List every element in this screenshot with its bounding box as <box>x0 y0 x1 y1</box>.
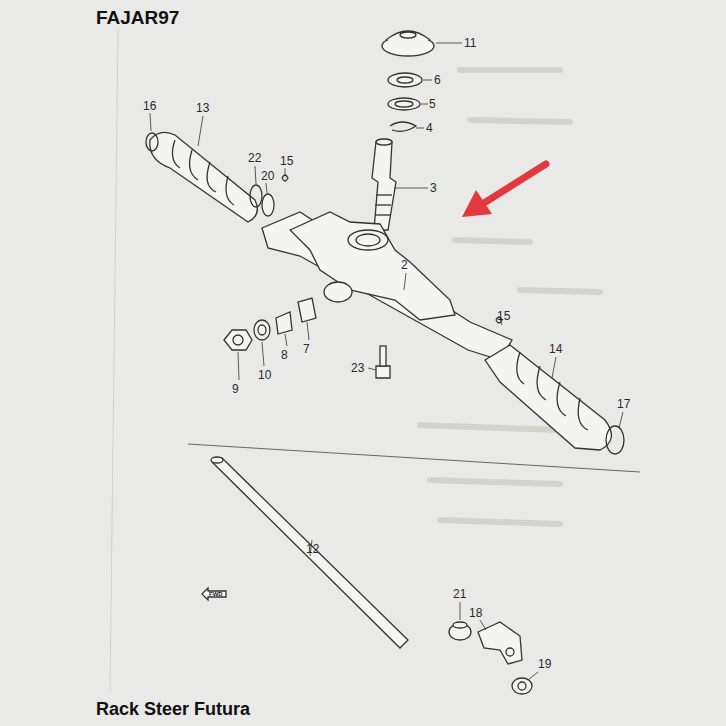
callout-number: 18 <box>469 607 482 619</box>
callout-number: 21 <box>453 588 466 600</box>
callout-number: 23 <box>351 362 364 374</box>
page-margin <box>110 30 118 690</box>
callout-number: 16 <box>143 100 156 112</box>
callout-number: 17 <box>617 398 630 410</box>
callout-number: 13 <box>196 102 209 114</box>
callout-number: 12 <box>306 543 319 555</box>
leader-lines <box>150 43 623 680</box>
callout-number: 8 <box>281 349 288 361</box>
callout-number: 6 <box>434 74 441 86</box>
callout-number: 7 <box>303 343 310 355</box>
callout-number: 15 <box>497 310 510 322</box>
section-line <box>188 444 640 472</box>
callout-number: 2 <box>401 259 408 271</box>
callout-number: 20 <box>261 170 274 182</box>
red-pointer-arrow <box>462 164 546 217</box>
direction-label: FWD <box>209 591 223 597</box>
callout-number: 15 <box>280 155 293 167</box>
callout-number: 22 <box>248 152 261 164</box>
callout-number: 10 <box>258 369 271 381</box>
callout-number: 11 <box>464 37 476 49</box>
callout-number: 9 <box>232 383 239 395</box>
callout-number: 3 <box>430 182 437 194</box>
callout-number: 14 <box>549 343 562 355</box>
parts <box>146 31 624 694</box>
callout-number: 5 <box>429 98 436 110</box>
watermark: FAJAR97 <box>96 8 179 27</box>
callout-number: 19 <box>538 658 551 670</box>
callout-number: 4 <box>426 122 433 134</box>
caption: Rack Steer Futura <box>96 700 250 718</box>
